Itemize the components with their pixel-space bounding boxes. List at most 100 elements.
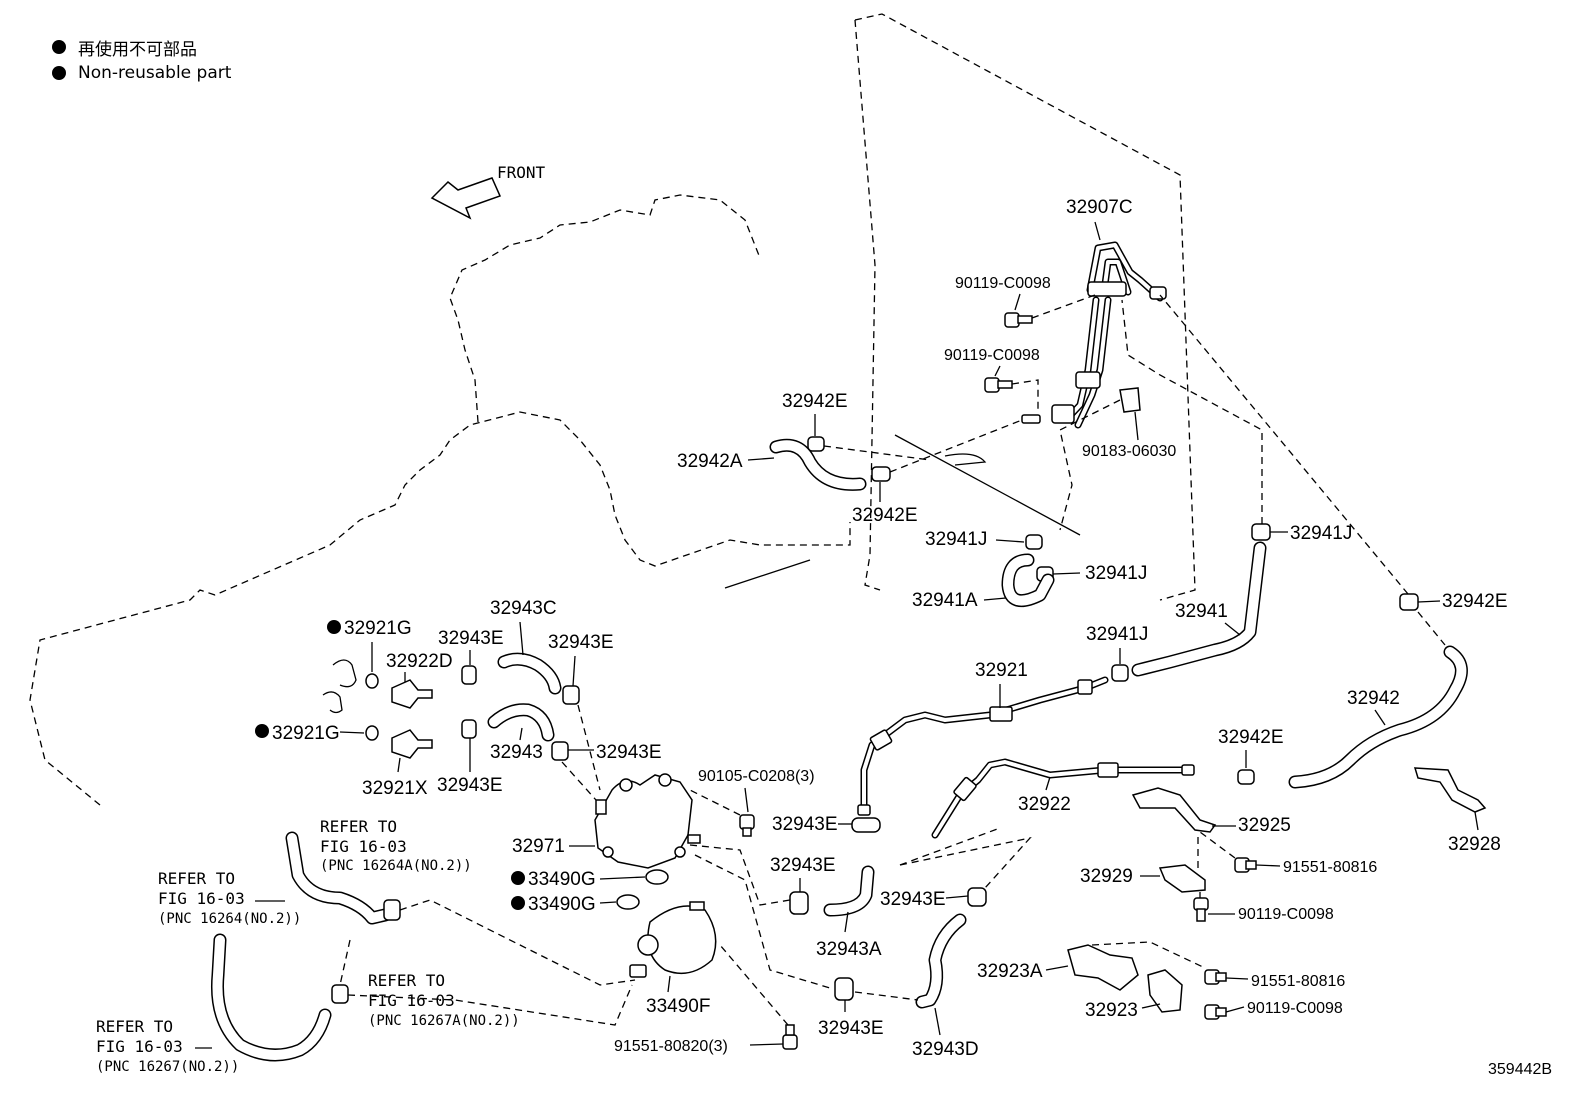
label-32921G-a: 32921G xyxy=(344,618,412,639)
legend-text-en: Non-reusable part xyxy=(78,63,232,83)
clamp-32941J-a xyxy=(1025,534,1043,550)
clamp-ref-16264 xyxy=(383,899,401,921)
label-90183-06030: 90183-06030 xyxy=(1082,443,1176,460)
phantom-line-3 xyxy=(944,453,987,466)
front-label: FRONT xyxy=(497,163,546,182)
engine-outline-upper xyxy=(449,194,761,423)
pipe-assembly-32907C xyxy=(1021,241,1167,429)
clamp-32943E-b xyxy=(789,891,809,915)
ref-16267-line3: (PNC 16267(NO.2)) xyxy=(96,1059,239,1075)
non-reusable-dot-icon xyxy=(52,66,66,80)
label-90119-C0098-d: 90119-C0098 xyxy=(1247,1000,1343,1017)
hose-32943 xyxy=(487,703,555,742)
bolt-90119-d xyxy=(1204,1004,1227,1020)
legend-text-ja: 再使用不可部品 xyxy=(78,39,197,60)
label-32942: 32942 xyxy=(1347,688,1400,709)
label-32942E-c: 32942E xyxy=(1442,591,1508,612)
ref-group-16267: REFER TO FIG 16-03 (PNC 16267(NO.2)) xyxy=(96,1017,239,1075)
label-32942E-b: 32942E xyxy=(852,505,918,526)
bolt-90105 xyxy=(739,814,755,837)
label-33490F: 33490F xyxy=(646,996,710,1017)
hose-ref-16267 xyxy=(210,933,332,1062)
label-32943E-e: 32943E xyxy=(438,628,504,649)
ref-16264-line2: FIG 16-03 xyxy=(158,889,245,908)
clamp-ref-16267 xyxy=(331,984,349,1004)
pipe-32921 xyxy=(857,676,1109,816)
fitting-left-pair xyxy=(322,659,357,714)
clamp-32943E-d xyxy=(834,977,854,1001)
label-32941A: 32941A xyxy=(912,590,978,611)
hose-32943C xyxy=(497,652,562,695)
gasket-32921G-a xyxy=(365,673,379,689)
hose-32941 xyxy=(1131,541,1267,677)
phantom-line xyxy=(724,559,811,589)
oring-33490G-a xyxy=(645,869,669,885)
union-32921X xyxy=(391,729,433,759)
frame-outline xyxy=(854,13,1196,601)
clamp-32941J-c xyxy=(1251,523,1271,541)
label-32921: 32921 xyxy=(975,660,1028,681)
label-90105-C0208: 90105-C0208(3) xyxy=(698,768,815,785)
pipe-32922 xyxy=(931,758,1195,839)
bolt-91551-b xyxy=(1204,969,1227,985)
legend: 再使用不可部品 Non-reusable part xyxy=(52,34,231,86)
label-32928: 32928 xyxy=(1448,834,1501,855)
bolt-91551-a xyxy=(1234,857,1257,873)
ref-16264-line1: REFER TO xyxy=(158,869,235,888)
hose-32943D xyxy=(915,913,967,1009)
ref-16264A-line2: FIG 16-03 xyxy=(320,837,407,856)
label-91551-80816-a: 91551-80816 xyxy=(1283,859,1377,876)
non-reusable-dot-icon xyxy=(511,896,525,910)
non-reusable-dot-icon xyxy=(52,40,66,54)
label-32923A: 32923A xyxy=(977,961,1043,982)
image-code: 359442B xyxy=(1488,1061,1552,1078)
label-32941J-c: 32941J xyxy=(1290,523,1352,544)
clamp-32942E-d xyxy=(1237,769,1255,785)
label-32943E-c: 32943E xyxy=(880,889,946,910)
clamp-32943E-e xyxy=(461,665,477,685)
label-32929: 32929 xyxy=(1080,866,1133,887)
bracket-32923A xyxy=(1067,944,1139,991)
label-32941J-d: 32941J xyxy=(1086,624,1148,645)
label-32943E-f: 32943E xyxy=(548,632,614,653)
bracket-32929 xyxy=(1158,864,1206,893)
bolt-91551-c xyxy=(782,1024,798,1050)
clamp-32942E-c xyxy=(1399,593,1419,611)
pump-33490F xyxy=(629,901,717,978)
ref-16267A-line1: REFER TO xyxy=(368,971,445,990)
label-32922: 32922 xyxy=(1018,794,1071,815)
ref-group-16264A: REFER TO FIG 16-03 (PNC 16264A(NO.2)) xyxy=(320,817,472,874)
non-reusable-dot-icon xyxy=(255,724,269,738)
clamp-32943E-h xyxy=(551,741,569,761)
clamp-32942E-a xyxy=(807,436,825,452)
label-91551-80816-b: 91551-80816 xyxy=(1251,973,1345,990)
union-32922D xyxy=(391,679,433,709)
label-32941: 32941 xyxy=(1175,601,1228,622)
ref-16267-line2: FIG 16-03 xyxy=(96,1037,183,1056)
label-32943: 32943 xyxy=(490,742,543,763)
label-32943A: 32943A xyxy=(816,939,882,960)
bracket-32928 xyxy=(1413,767,1487,813)
label-32971: 32971 xyxy=(512,836,565,857)
front-arrow-icon xyxy=(430,177,502,220)
ref-group-16264: REFER TO FIG 16-03 (PNC 16264(NO.2)) xyxy=(158,869,301,927)
label-32921X: 32921X xyxy=(362,778,428,799)
clamp-32942E-b xyxy=(871,466,891,482)
legend-row-ja: 再使用不可部品 xyxy=(52,34,231,60)
bracket-32923 xyxy=(1147,969,1183,1013)
hose-32942A xyxy=(769,438,867,491)
ref-16267-line1: REFER TO xyxy=(96,1017,173,1036)
ref-16267A-line3: (PNC 16267A(NO.2)) xyxy=(368,1013,520,1029)
ref-16264A-line3: (PNC 16264A(NO.2)) xyxy=(320,858,472,874)
hose-32942 xyxy=(1288,645,1468,789)
label-32943E-a: 32943E xyxy=(772,814,838,835)
bolt-90119-top xyxy=(1004,312,1033,328)
label-32942E-d: 32942E xyxy=(1218,727,1284,748)
bracket-32925 xyxy=(1131,787,1217,833)
label-32907C: 32907C xyxy=(1066,197,1133,218)
label-32943E-b: 32943E xyxy=(770,855,836,876)
ref-16267A-line2: FIG 16-03 xyxy=(368,991,455,1010)
clamp-32941J-d xyxy=(1111,664,1129,682)
hose-32941A xyxy=(1001,553,1055,608)
